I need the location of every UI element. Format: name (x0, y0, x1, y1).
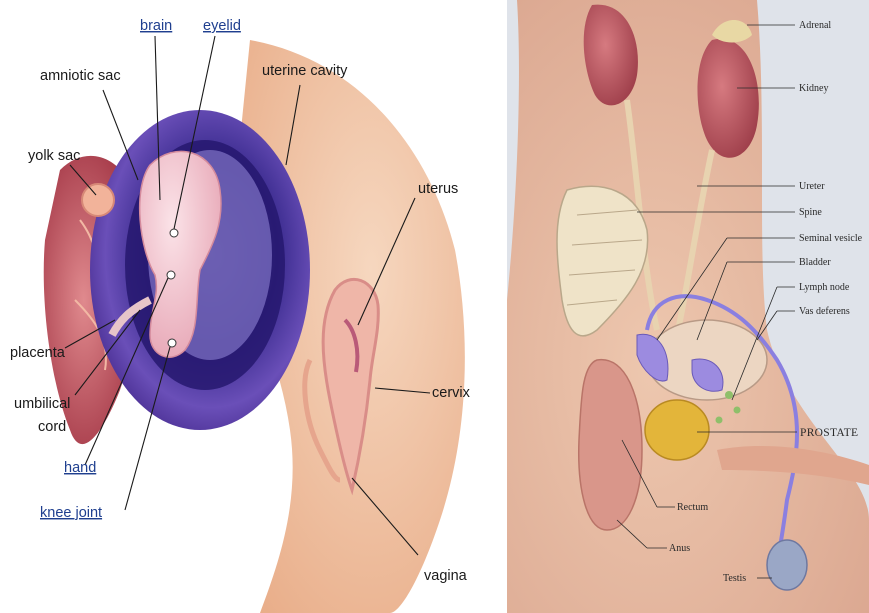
embryo-illustration: brain eyelid amniotic sac uterine cavity… (0, 0, 498, 613)
label-adrenal: Adrenal (799, 20, 831, 31)
label-ureter: Ureter (799, 181, 825, 192)
label-anus: Anus (669, 543, 690, 554)
prostate-illustration: Adrenal Kidney Ureter Spine Seminal vesi… (507, 0, 869, 613)
label-prostate: PROSTATE (800, 427, 858, 439)
label-eyelid: eyelid (203, 18, 241, 34)
label-knee-joint: knee joint (40, 505, 102, 521)
label-vas-deferens: Vas deferens (799, 306, 850, 317)
testis-shape (767, 540, 807, 590)
label-uterine-cavity: uterine cavity (262, 63, 348, 79)
prostate-shape (645, 400, 709, 460)
label-amniotic-sac: amniotic sac (40, 68, 121, 84)
eyelid-marker (170, 229, 178, 237)
label-kidney: Kidney (799, 83, 828, 94)
yolk-sac-shape (82, 184, 114, 216)
label-hand: hand (64, 460, 96, 476)
label-lymph-node: Lymph node (799, 282, 850, 293)
knee-marker (168, 339, 176, 347)
embryo-diagram-panel: brain eyelid amniotic sac uterine cavity… (0, 0, 498, 613)
label-vagina: vagina (424, 568, 468, 584)
prostate-diagram-panel: Adrenal Kidney Ureter Spine Seminal vesi… (507, 0, 869, 613)
label-umbilical: umbilical (14, 396, 70, 412)
label-testis: Testis (723, 573, 746, 584)
label-placenta: placenta (10, 345, 66, 361)
label-yolk-sac: yolk sac (28, 148, 80, 164)
label-uterus: uterus (418, 181, 458, 197)
label-rectum: Rectum (677, 502, 708, 513)
label-bladder: Bladder (799, 257, 831, 268)
label-seminal-vesicle: Seminal vesicle (799, 233, 863, 244)
label-cervix: cervix (432, 385, 471, 401)
label-brain: brain (140, 18, 172, 34)
label-spine: Spine (799, 207, 822, 218)
label-cord: cord (38, 419, 66, 435)
hand-marker (167, 271, 175, 279)
